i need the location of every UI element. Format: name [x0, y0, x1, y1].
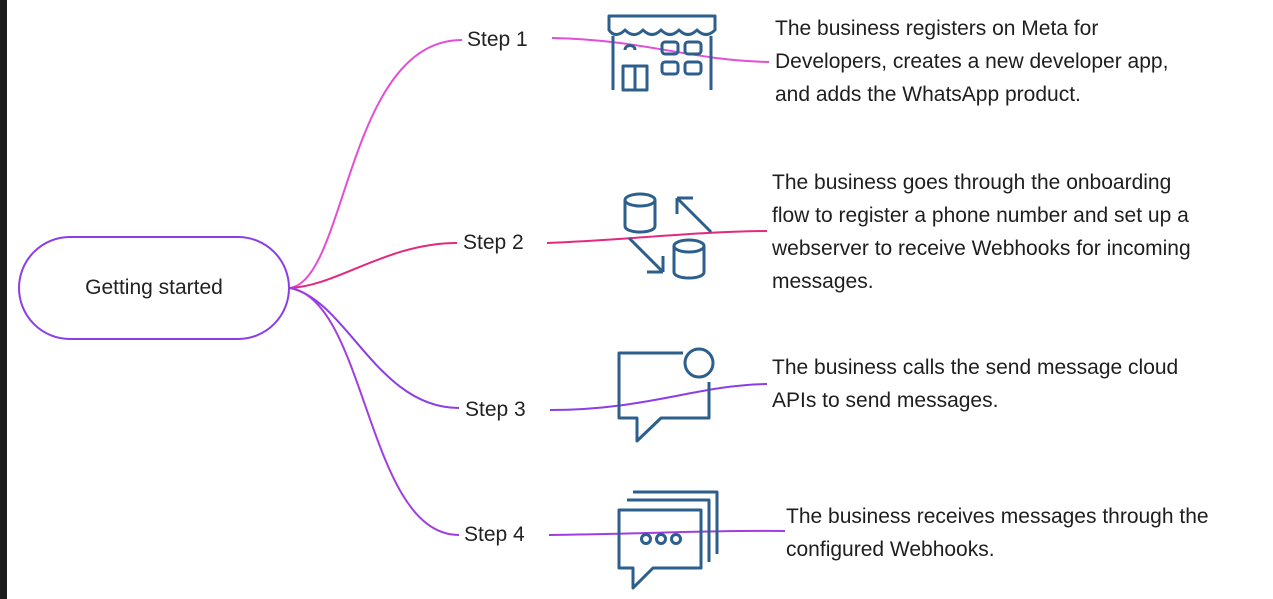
chat-notification-icon — [617, 347, 715, 443]
connector-layer — [289, 37, 786, 536]
step-1-label: Step 1 — [467, 28, 528, 51]
description-line: webserver to receive Webhooks for incomi… — [772, 237, 1191, 260]
description-line: The business goes through the onboarding — [772, 171, 1172, 194]
step-3-description: The business calls the send message clou… — [772, 351, 1178, 417]
branch-step-4 — [289, 287, 460, 536]
diagram-canvas: Getting started Step 1 Step 2 Step 3 Ste… — [7, 0, 1273, 599]
description-line: The business receives messages through t… — [786, 505, 1209, 528]
database-sync-icon — [623, 192, 713, 280]
description-line: and adds the WhatsApp product. — [775, 83, 1081, 106]
step-2-description: The business goes through the onboarding… — [772, 166, 1191, 298]
branch-step-2 — [289, 242, 458, 289]
connector-step-1 — [551, 37, 770, 63]
description-line: messages. — [772, 270, 874, 293]
description-line: The business calls the send message clou… — [772, 356, 1179, 379]
description-line: APIs to send messages. — [772, 389, 999, 412]
connector-step-3 — [549, 383, 768, 411]
description-line: Developers, creates a new developer app, — [775, 50, 1169, 73]
description-line: The business registers on Meta for — [775, 17, 1099, 40]
connector-step-4 — [548, 529, 786, 536]
storefront-icon — [607, 14, 717, 92]
connector-step-2 — [546, 230, 768, 244]
branch-step-1 — [289, 39, 463, 289]
step-2-label: Step 2 — [463, 231, 524, 254]
branch-step-3 — [289, 287, 460, 409]
step-1-description: The business registers on Meta for Devel… — [775, 12, 1168, 111]
root-node: Getting started — [18, 236, 290, 340]
step-4-description: The business receives messages through t… — [786, 500, 1209, 566]
message-stack-icon — [617, 490, 719, 590]
step-4-label: Step 4 — [464, 523, 525, 546]
description-line: flow to register a phone number and set … — [772, 204, 1189, 227]
root-label: Getting started — [85, 276, 223, 299]
step-3-label: Step 3 — [465, 398, 526, 421]
description-line: configured Webhooks. — [786, 538, 995, 561]
